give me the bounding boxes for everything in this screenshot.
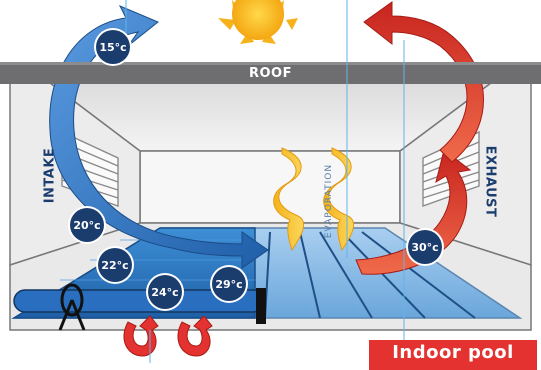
- exhaust-label: EXHAUST: [482, 145, 498, 218]
- temp-cover: 24°c: [148, 275, 182, 309]
- sun-icon: [218, 0, 298, 44]
- evaporation-spiral-icon: [273, 147, 354, 252]
- evaporation-label: EVAPORATION: [324, 163, 334, 239]
- pool-cover-roller-icon: [13, 283, 266, 331]
- intake-airflow-arrow: [49, 5, 269, 269]
- roof-band: [0, 62, 541, 84]
- temp-exhaust: 30°c: [408, 230, 442, 264]
- temp-air-low: 22°c: [98, 248, 132, 282]
- intake-label: INTAKE: [42, 147, 58, 204]
- temp-water: 29°c: [212, 267, 246, 301]
- temp-intake-outside: 15°c: [96, 30, 130, 64]
- temp-intake-wall: 20°c: [70, 208, 104, 242]
- roof-label: ROOF: [249, 66, 292, 81]
- indoor-pool-badge: Indoor pool: [369, 340, 537, 370]
- guide-lines: [125, 0, 405, 363]
